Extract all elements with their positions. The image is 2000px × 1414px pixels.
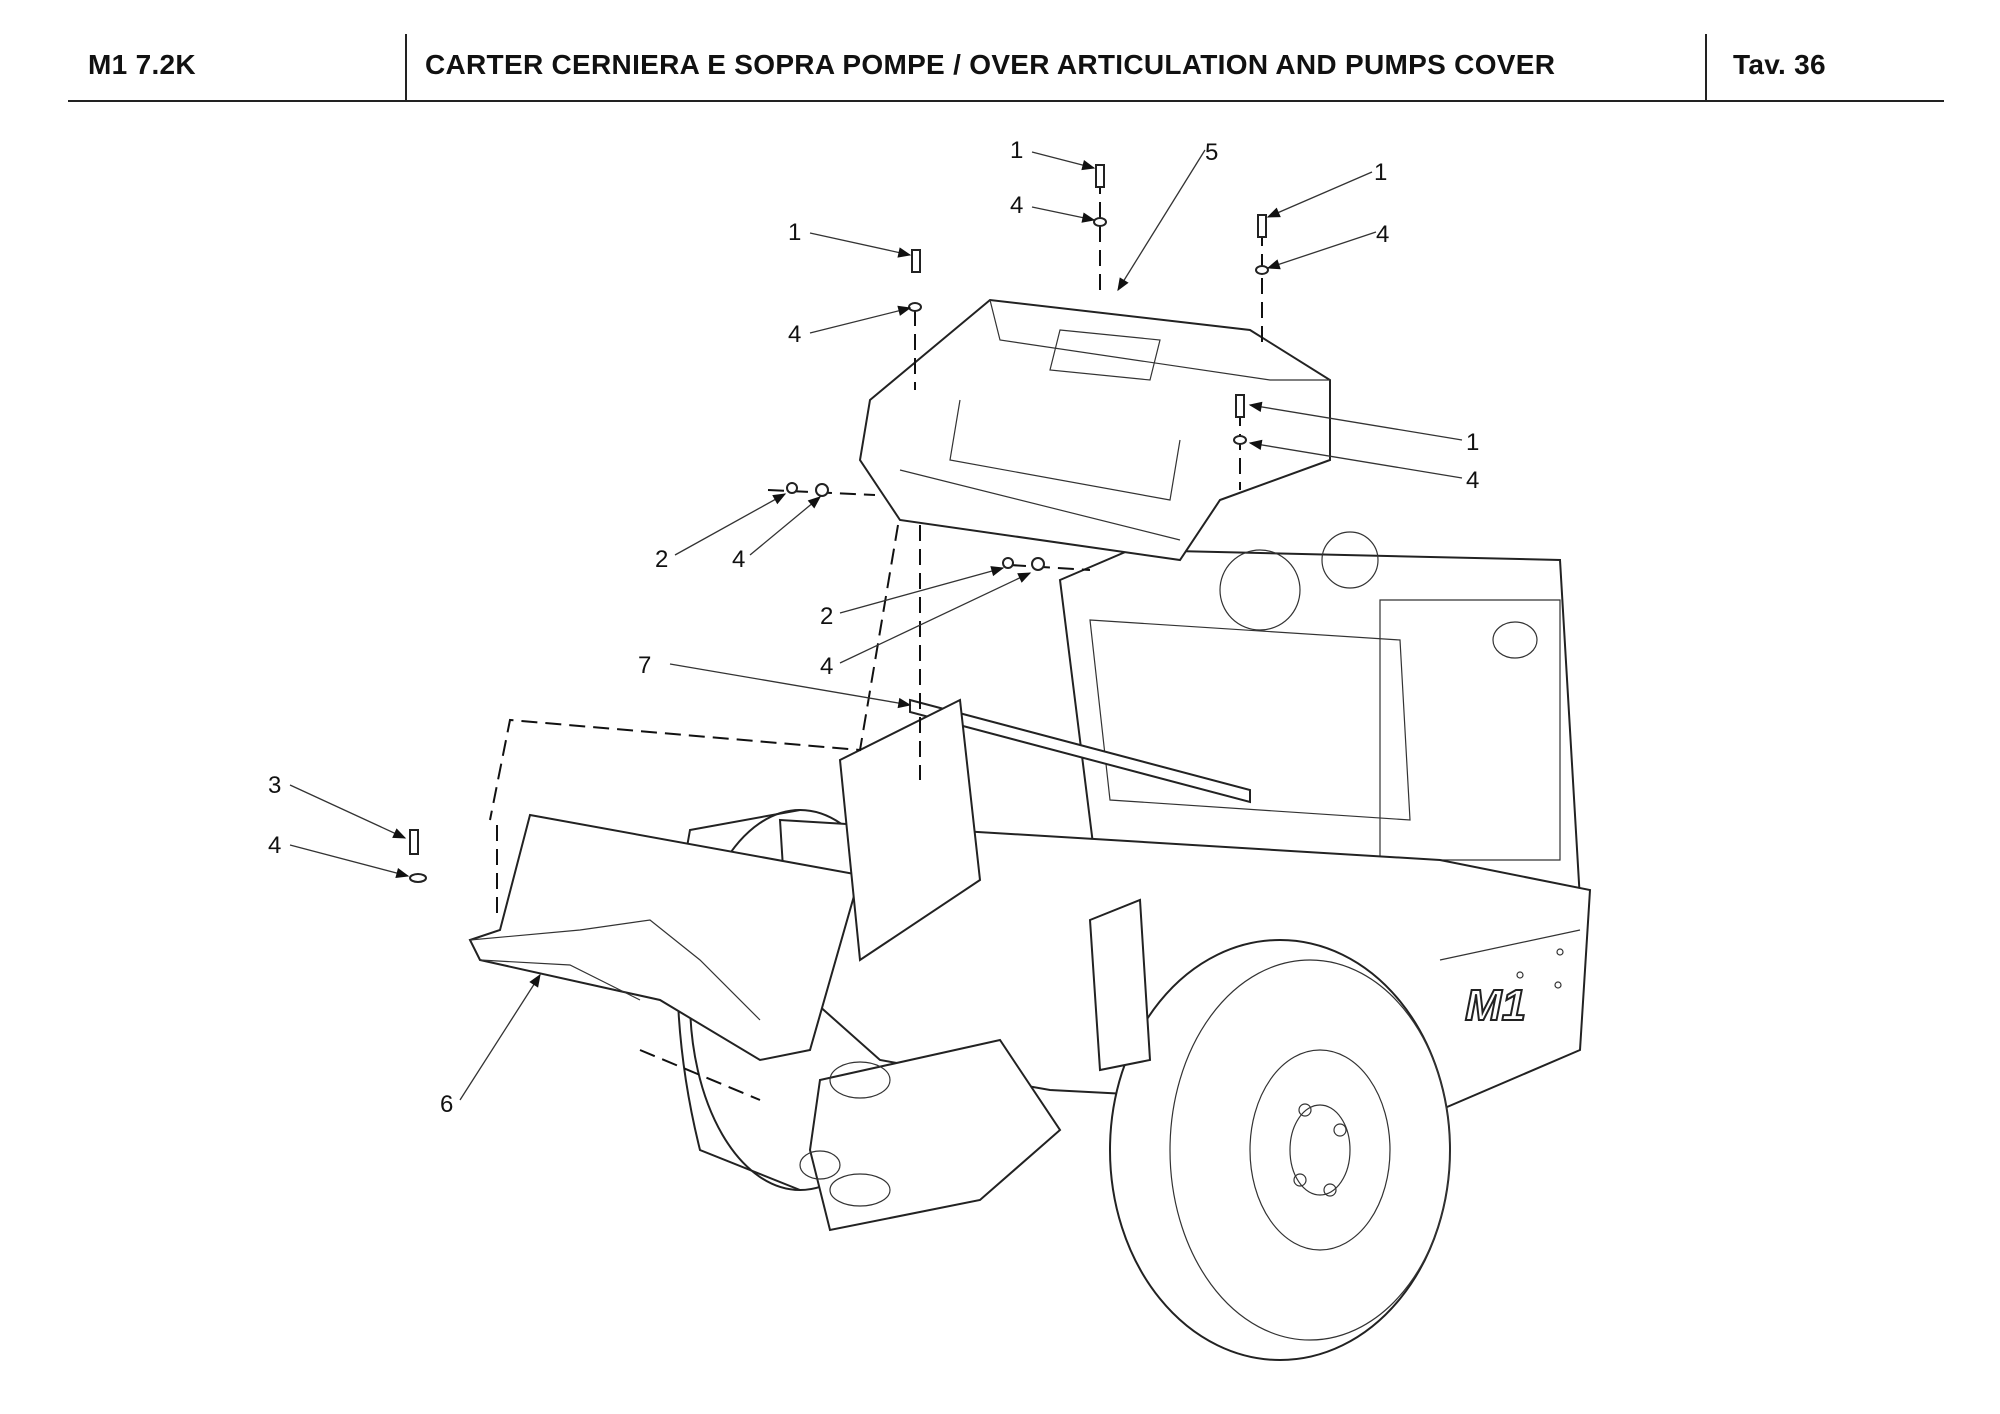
callout-label: 4: [820, 653, 833, 680]
callout-label: 4: [732, 546, 745, 573]
callout-labels: 1 4 5 1 4 1 4 1 4 2 4 2 4 7 3 4 6: [268, 137, 1479, 1118]
washer-icon: [409, 873, 427, 883]
callout-label: 4: [268, 832, 281, 859]
washer-icon: [908, 302, 922, 312]
callout-label: 1: [1374, 159, 1387, 186]
articulation-joint: [799, 1038, 1062, 1232]
title-block: M1 7.2K CARTER CERNIERA E SOPRA POMPE / …: [68, 30, 1944, 102]
callout-label: 2: [820, 603, 833, 630]
side-panel: [838, 698, 1152, 1072]
articulation-cover: [858, 298, 1331, 562]
washer-icon: [1031, 557, 1045, 571]
callout-label: 4: [1376, 221, 1389, 248]
screw-icon: [786, 482, 798, 494]
callout-label: 1: [788, 219, 801, 246]
screw-icon: [1095, 164, 1105, 188]
screw-icon: [1257, 214, 1267, 238]
callout-label: 1: [1010, 137, 1023, 164]
screw-icon: [911, 249, 921, 273]
callout-label: 4: [1466, 467, 1479, 494]
callout-label: 6: [440, 1091, 453, 1118]
page-title: CARTER CERNIERA E SOPRA POMPE / OVER ART…: [425, 49, 1556, 80]
callout-label: 4: [1010, 192, 1023, 219]
callout-label: 1: [1466, 429, 1479, 456]
callout-label: 5: [1205, 139, 1218, 166]
callout-label: 7: [638, 652, 651, 679]
right-wheel: [1109, 939, 1451, 1361]
header-divider: [1705, 34, 1707, 100]
screw-icon: [1002, 557, 1014, 569]
washer-icon: [1255, 265, 1269, 275]
callout-label: 3: [268, 772, 281, 799]
header-divider: [405, 34, 407, 100]
callout-label: 2: [655, 546, 668, 573]
machine-logo: M1: [1465, 981, 1526, 1030]
pumps-cover: [468, 813, 862, 1062]
table-number: Tav. 36: [1733, 49, 1826, 80]
fasteners: [409, 164, 1269, 883]
washer-icon: [815, 483, 829, 497]
washer-icon: [1093, 217, 1107, 227]
washer-icon: [1233, 435, 1247, 445]
screw-icon: [409, 829, 419, 855]
callout-leaders: [289, 149, 1463, 1101]
callout-label: 4: [788, 321, 801, 348]
model-code: M1 7.2K: [88, 49, 196, 80]
screw-icon: [1235, 394, 1245, 418]
